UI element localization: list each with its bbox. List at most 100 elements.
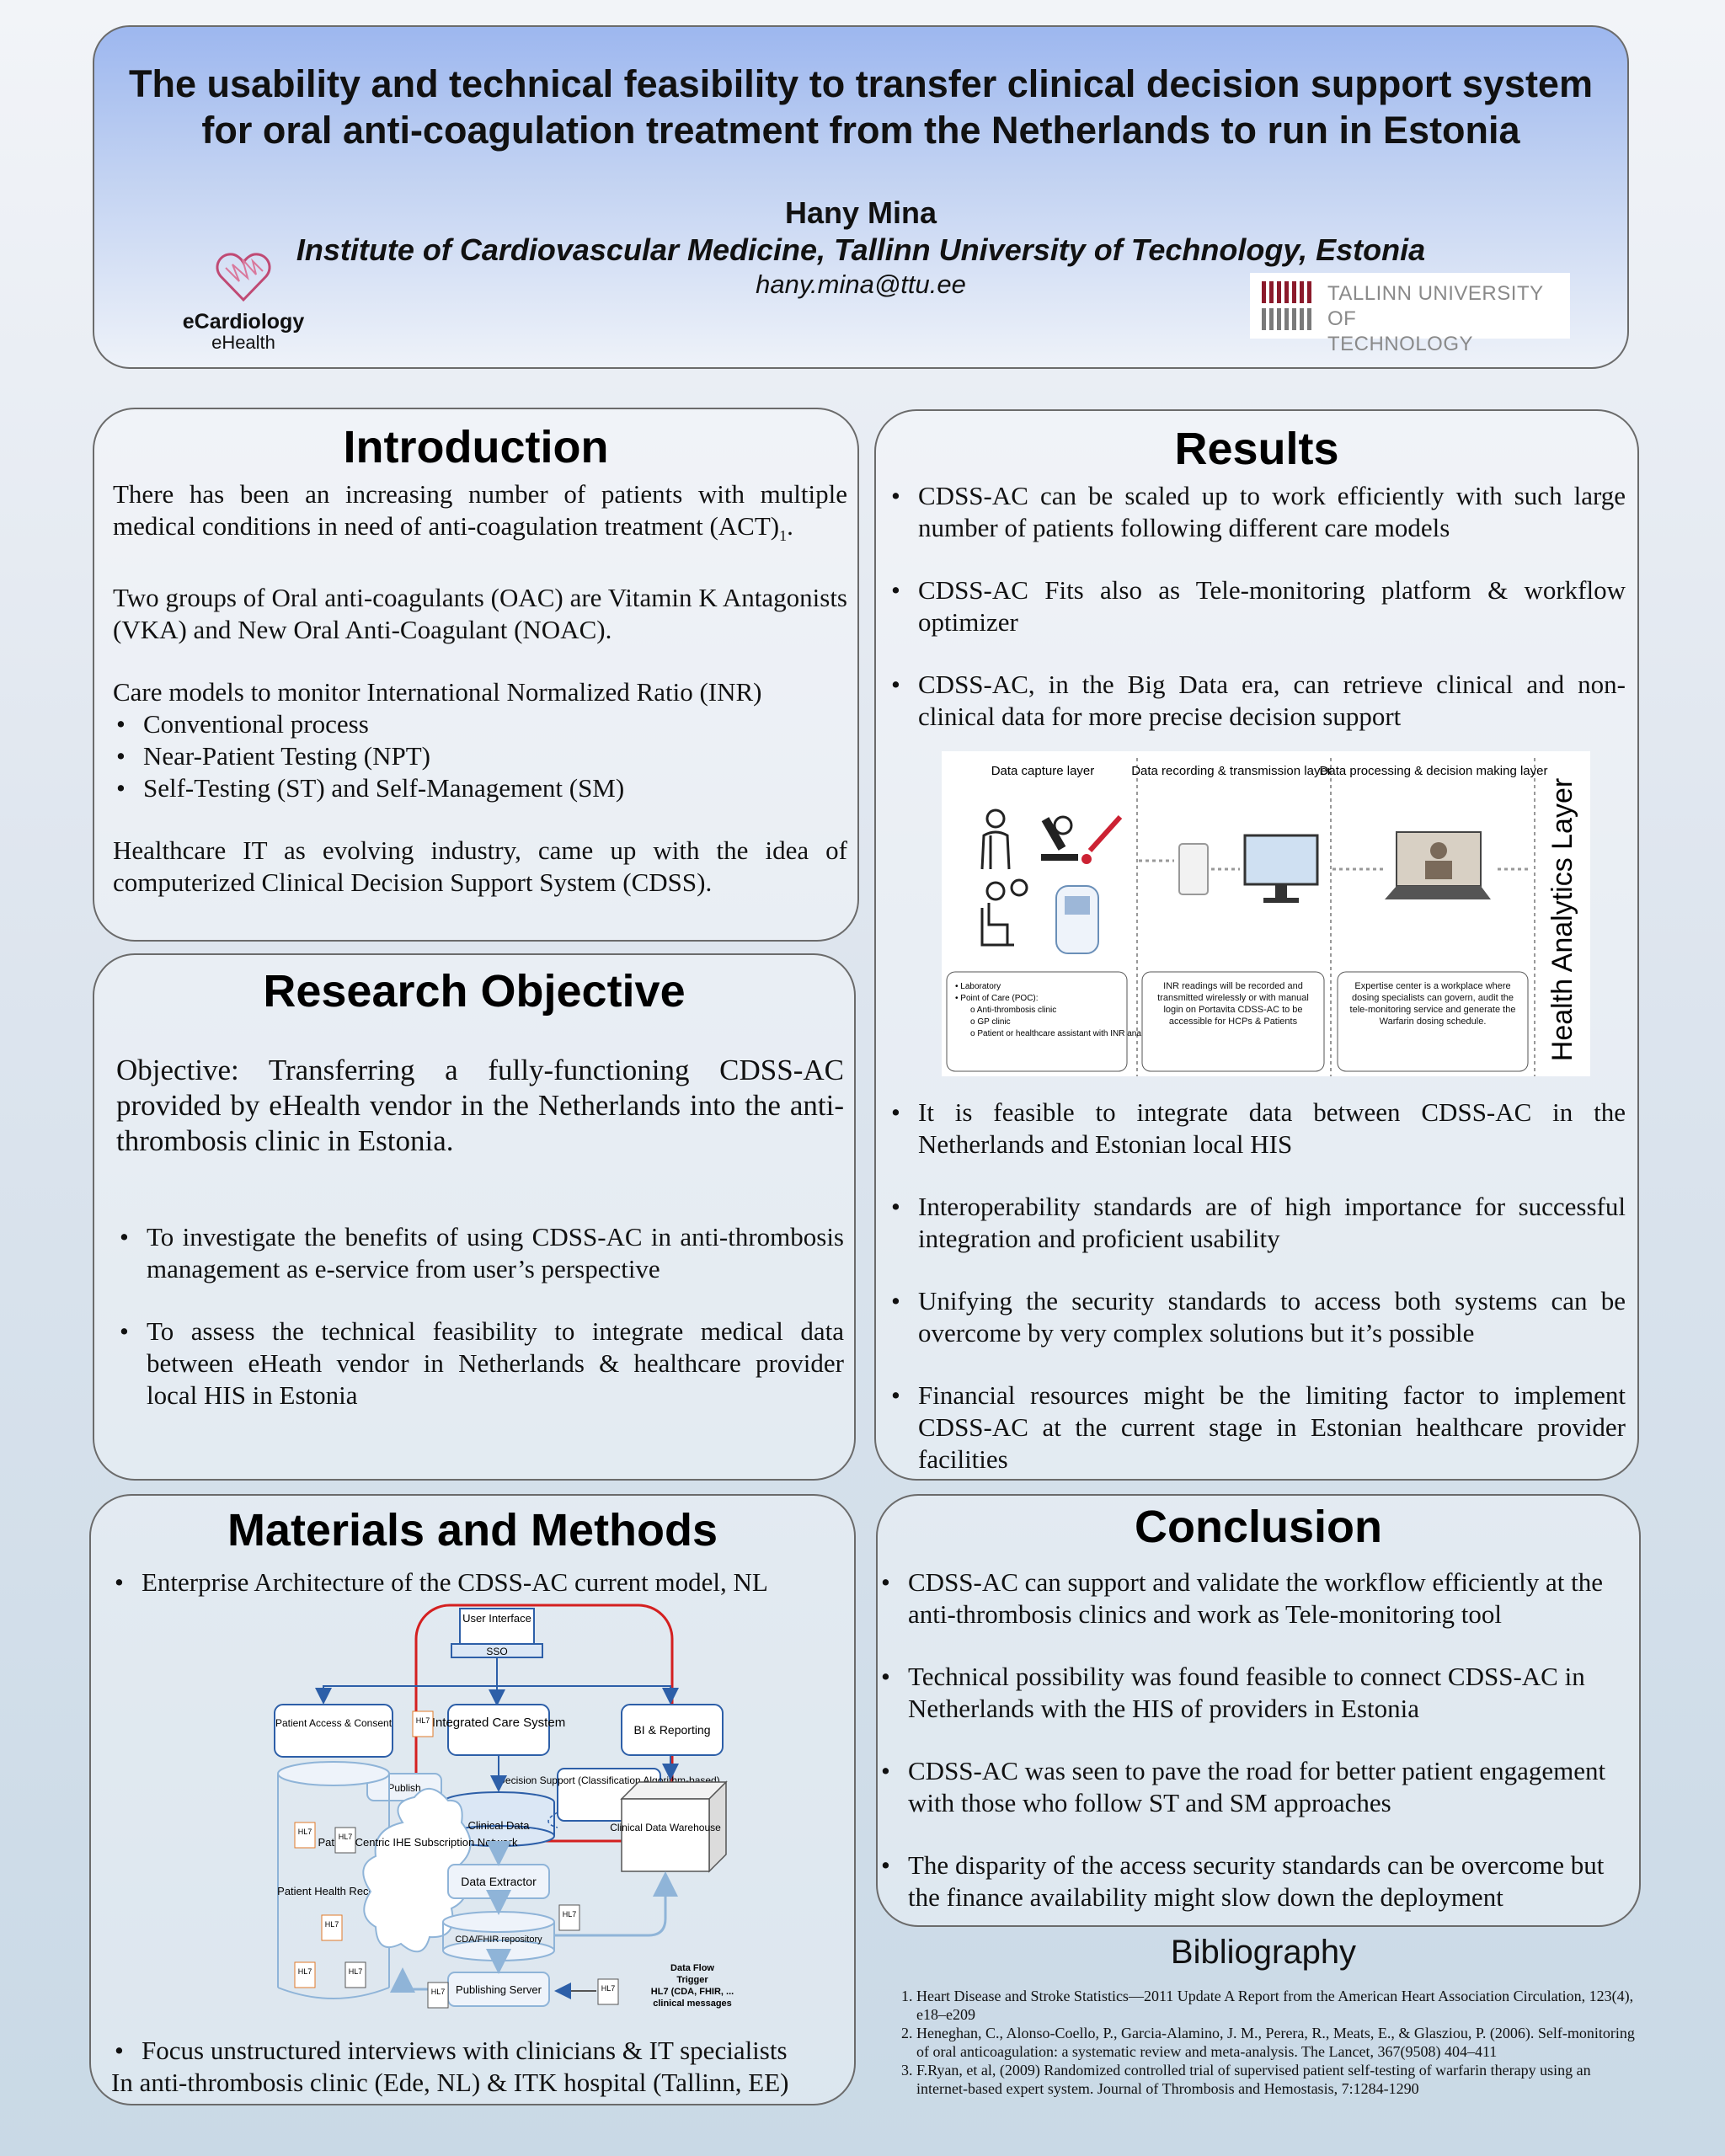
architecture-diagram: User Interface SSO Patient Access & Cons…	[274, 1604, 734, 2009]
methods-location-line: In anti-thrombosis clinic (Ede, NL) & IT…	[111, 2068, 789, 2097]
bibliography-list: Heart Disease and Stroke Statistics—2011…	[884, 1987, 1642, 2098]
integrated-care-box	[447, 1704, 550, 1756]
methods-list-bottom: Focus unstructured interviews with clini…	[111, 2035, 844, 2067]
methods-heading: Materials and Methods	[227, 1505, 718, 1556]
bibliography-heading: Bibliography	[1170, 1934, 1357, 1971]
subscription-network-label: Patient Centric IHE Subscription Network	[318, 1836, 518, 1849]
introduction-paragraph-4: Healthcare IT as evolving industry, came…	[113, 835, 847, 898]
recording-layer-title: Data recording & transmission layer	[1131, 764, 1332, 778]
bibliography-item: F.Ryan, et al, (2009) Randomized control…	[916, 2061, 1642, 2098]
list-item: o Anti-thrombosis clinic	[970, 1006, 1056, 1015]
heart-icon	[216, 253, 271, 302]
data-extractor-label: Data Extractor	[461, 1875, 537, 1888]
title-line-2: for oral anti-coagulation treatment from…	[201, 109, 1520, 152]
data-flow-desc-2: clinical messages	[653, 1999, 732, 2009]
integrated-care-label: Integrated Care System	[432, 1716, 565, 1730]
introduction-p1-end: .	[787, 511, 793, 541]
user-interface-label: User Interface	[462, 1612, 531, 1625]
results-list-top: CDSS-AC can be scaled up to work efficie…	[888, 480, 1626, 733]
patient-seated-icon	[980, 878, 1028, 947]
list-item: Interoperability standards are of high i…	[888, 1191, 1626, 1255]
inr-device-icon	[1055, 885, 1099, 954]
results-list-bottom: It is feasible to integrate data between…	[888, 1097, 1626, 1476]
ttu-logo-line-2: TECHNOLOGY	[1327, 333, 1474, 355]
list-item: CDSS-AC was seen to pave the road for be…	[878, 1755, 1610, 1819]
list-item: Technical possibility was found feasible…	[878, 1661, 1610, 1725]
ttu-logo: TALLINN UNIVERSITY OF TECHNOLOGY	[1250, 273, 1570, 355]
capture-layer-list: • Laboratory • Point of Care (POC): o An…	[955, 982, 1160, 1038]
author-name: Hany Mina	[784, 195, 937, 230]
ttu-logo-text: TALLINN UNIVERSITY OF TECHNOLOGY	[1327, 281, 1570, 357]
author-email: hany.mina@ttu.ee	[756, 270, 966, 299]
list-item: To assess the technical feasibility to i…	[116, 1315, 844, 1412]
conclusion-heading: Conclusion	[1135, 1502, 1382, 1552]
svg-text:HL7: HL7	[563, 1910, 577, 1919]
introduction-heading: Introduction	[343, 422, 609, 472]
list-item: o GP clinic	[970, 1017, 1011, 1027]
laptop-video-call-icon	[1385, 831, 1491, 899]
bi-reporting-box	[621, 1704, 724, 1756]
care-models-list: Conventional process Near-Patient Testin…	[113, 708, 847, 804]
list-item: CDSS-AC can support and validate the wor…	[878, 1566, 1610, 1630]
introduction-paragraph-2: Two groups of Oral anti-coagulants (OAC)…	[113, 583, 847, 645]
ecardiology-logo-text: eCardiology	[182, 310, 305, 334]
list-item: • Point of Care (POC):	[955, 994, 1039, 1003]
title-line-1: The usability and technical feasibility …	[129, 62, 1593, 105]
clinical-warehouse-label: Clinical Data Warehouse	[610, 1822, 721, 1833]
list-item: Focus unstructured interviews with clini…	[111, 2035, 844, 2067]
capture-layer-box	[946, 971, 1128, 1072]
svg-text:HL7: HL7	[298, 1967, 312, 1976]
svg-text:HL7: HL7	[416, 1716, 430, 1725]
layers-figure: Data capture layer Data recording & tran…	[942, 751, 1590, 1076]
ttu-logo-line-1: TALLINN UNIVERSITY OF	[1327, 282, 1544, 330]
svg-text:HL7: HL7	[349, 1967, 363, 1976]
patient-records-label: Patient Health Records	[277, 1885, 390, 1897]
methods-panel: Materials and Methods Enterprise Archite…	[89, 1494, 856, 2105]
list-item: CDSS-AC Fits also as Tele-monitoring pla…	[888, 574, 1626, 638]
list-item: Self-Testing (ST) and Self-Management (S…	[113, 772, 847, 804]
list-item: o Patient or healthcare assistant with I…	[970, 1029, 1160, 1038]
processing-layer-box	[1337, 971, 1529, 1072]
list-item: Unifying the security standards to acces…	[888, 1285, 1626, 1349]
list-item: • Laboratory	[955, 982, 1001, 991]
list-item: CDSS-AC, in the Big Data era, can retrie…	[888, 669, 1626, 733]
list-item: To investigate the benefits of using CDS…	[116, 1221, 844, 1285]
microscope-icon	[1041, 815, 1078, 861]
svg-text:HL7: HL7	[325, 1920, 339, 1929]
poster-header: The usability and technical feasibility …	[93, 25, 1629, 369]
objective-panel: Research Objective Objective: Transferri…	[93, 953, 856, 1481]
bibliography-section: Bibliography Heart Disease and Stroke St…	[884, 1934, 1642, 2098]
svg-text:HL7: HL7	[601, 1984, 616, 1993]
patient-access-label: Patient Access & Consent	[275, 1717, 393, 1729]
monitor-icon	[1243, 834, 1319, 903]
processing-layer-title: Data processing & decision making layer	[1320, 764, 1548, 778]
conclusion-panel: Conclusion CDSS-AC can support and valid…	[876, 1494, 1641, 1927]
list-item: Near-Patient Testing (NPT)	[113, 740, 847, 772]
author-affiliation: Institute of Cardiovascular Medicine, Ta…	[296, 232, 1426, 267]
data-flow-title: Data Flow	[670, 1963, 714, 1973]
sso-label: SSO	[486, 1646, 507, 1657]
ecardiology-logo: eCardiology eHealth	[172, 248, 315, 357]
bi-reporting-label: BI & Reporting	[633, 1723, 710, 1737]
data-flow-desc: HL7 (CDA, FHIR, ...	[651, 1987, 734, 1997]
bibliography-item: Heart Disease and Stroke Statistics—2011…	[916, 1987, 1642, 2024]
list-item: Financial resources might be the limitin…	[888, 1380, 1626, 1476]
list-item: It is feasible to integrate data between…	[888, 1097, 1626, 1161]
clinical-data-label: Clinical Data	[468, 1819, 531, 1832]
publish-label: Publish	[387, 1782, 420, 1794]
list-item: The disparity of the access security sta…	[878, 1849, 1610, 1913]
introduction-paragraph-1: There has been an increasing number of p…	[113, 478, 847, 552]
list-item: Enterprise Architecture of the CDSS-AC c…	[111, 1566, 844, 1598]
reference-marker: 1	[779, 527, 788, 545]
methods-list-top: Enterprise Architecture of the CDSS-AC c…	[111, 1566, 844, 1598]
objective-heading: Research Objective	[263, 966, 686, 1017]
subscription-network-cloud	[362, 1788, 472, 1953]
hl7-message-icon: HL7 HL7 HL7 HL7 HL7 HL7 HL7 HL7 HL7	[294, 1710, 619, 2009]
results-panel: Results CDSS-AC can be scaled up to work…	[874, 409, 1639, 1481]
doctor-icon	[980, 808, 1011, 870]
clinical-warehouse-box	[621, 1798, 710, 1872]
syringe-icon	[1081, 814, 1123, 864]
svg-text:HL7: HL7	[431, 1988, 446, 1996]
list-item: CDSS-AC can be scaled up to work efficie…	[888, 480, 1626, 544]
introduction-panel: Introduction There has been an increasin…	[93, 408, 859, 942]
